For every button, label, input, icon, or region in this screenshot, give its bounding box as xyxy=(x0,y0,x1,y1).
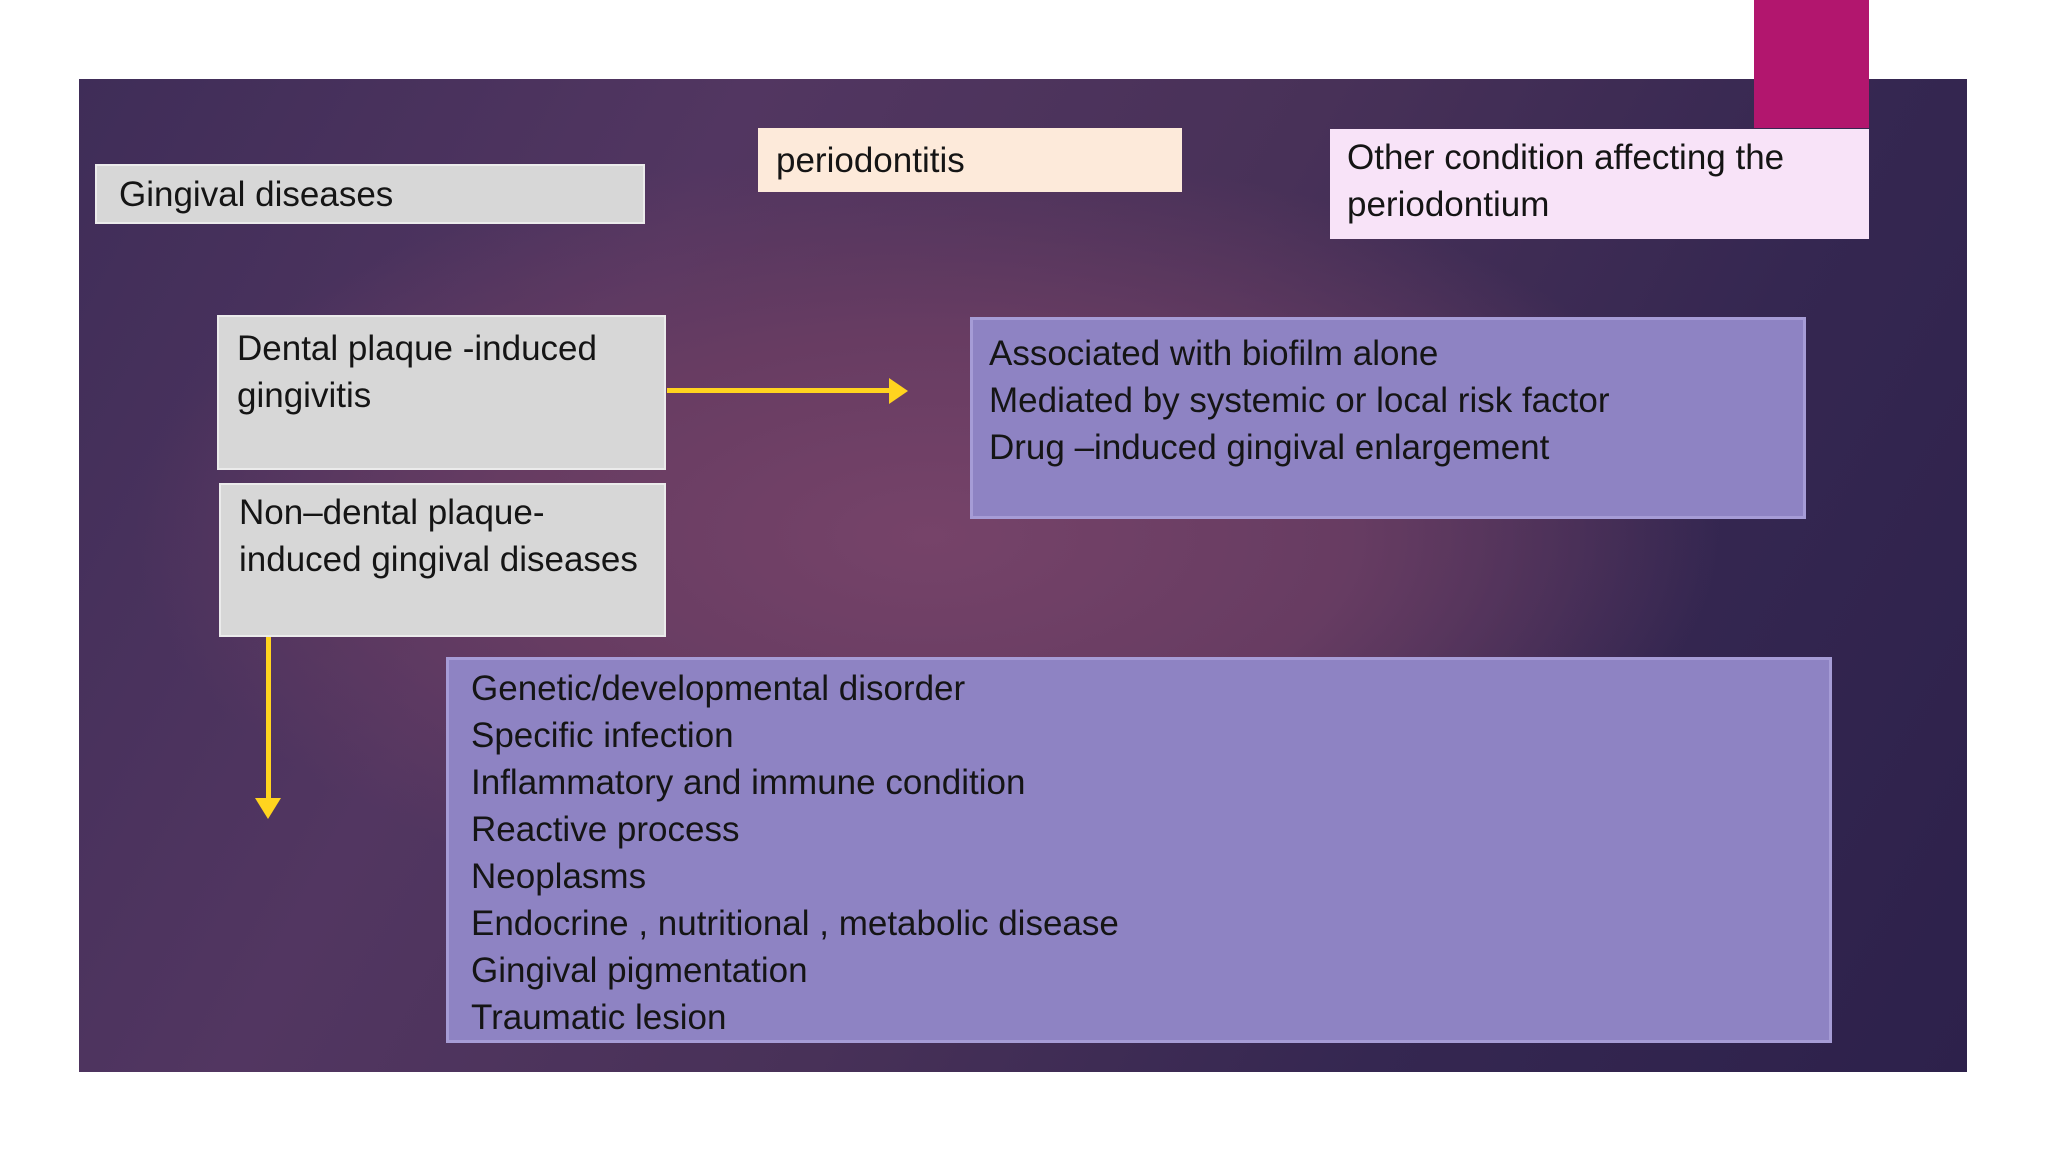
gingival-diseases-label: Gingival diseases xyxy=(119,174,394,214)
gingival-disease-list-line: Inflammatory and immune condition xyxy=(471,763,1026,802)
gingival-disease-list-box: Genetic/developmental disorder Specific … xyxy=(446,657,1832,1043)
arrow-right-head-icon xyxy=(889,378,908,404)
other-condition-label: Other condition affecting the periodonti… xyxy=(1347,138,1785,224)
gingival-disease-list-line: Endocrine , nutritional , metabolic dise… xyxy=(471,904,1119,943)
gingival-disease-list-line: Traumatic lesion xyxy=(471,998,727,1037)
non-dental-plaque-box: Non–dental plaque-induced gingival disea… xyxy=(219,483,666,637)
non-dental-plaque-label: Non–dental plaque-induced gingival disea… xyxy=(239,493,638,579)
gingival-disease-list-line: Neoplasms xyxy=(471,857,647,896)
arrow-down-line xyxy=(266,637,271,799)
biofilm-list-line: Drug –induced gingival enlargement xyxy=(989,428,1550,467)
accent-bar xyxy=(1754,0,1869,128)
other-condition-box: Other condition affecting the periodonti… xyxy=(1330,129,1869,239)
dental-plaque-label: Dental plaque -induced gingivitis xyxy=(237,329,597,415)
biofilm-list-box: Associated with biofilm alone Mediated b… xyxy=(970,317,1806,519)
periodontitis-label: periodontitis xyxy=(776,140,965,180)
gingival-disease-list-line: Gingival pigmentation xyxy=(471,951,808,990)
arrow-right-line xyxy=(667,388,889,393)
biofilm-list-line: Mediated by systemic or local risk facto… xyxy=(989,381,1610,420)
biofilm-list-line: Associated with biofilm alone xyxy=(989,334,1439,373)
arrow-down-head-icon xyxy=(255,798,281,819)
dental-plaque-box: Dental plaque -induced gingivitis xyxy=(217,315,666,470)
gingival-disease-list-line: Specific infection xyxy=(471,716,734,755)
gingival-diseases-box: Gingival diseases xyxy=(95,164,645,224)
periodontitis-box: periodontitis xyxy=(758,128,1182,192)
gingival-disease-list-line: Genetic/developmental disorder xyxy=(471,669,966,708)
gingival-disease-list-line: Reactive process xyxy=(471,810,740,849)
